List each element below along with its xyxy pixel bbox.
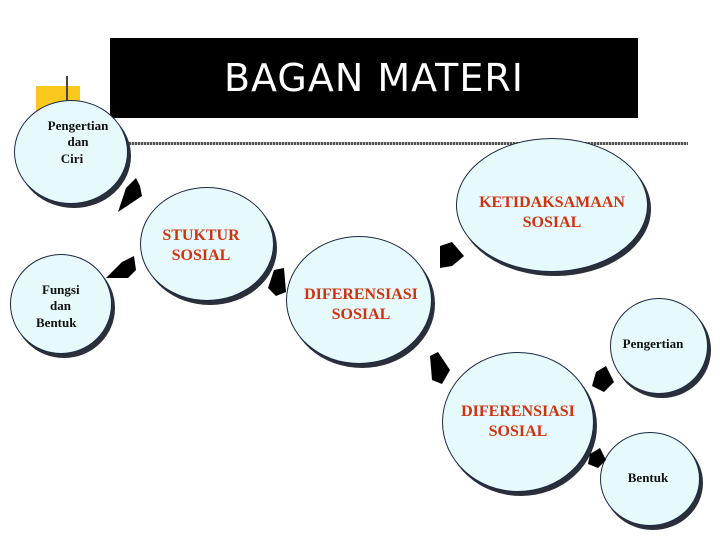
slide-title: BAGAN MATERI [110, 38, 638, 118]
label-line: KETIDAKSAMAAN [479, 194, 625, 211]
label-line: SOSIAL [171, 247, 231, 264]
node-fungsi-bentuk [10, 254, 112, 354]
label-line: SOSIAL [331, 306, 391, 323]
label-bentuk-right: Bentuk [627, 470, 669, 485]
arrow-to-fungsi-bentuk [106, 256, 136, 278]
label-line: DIFERENSIASI [461, 403, 575, 420]
node-diferensiasi-center [286, 236, 432, 364]
node-struktur-sosial [140, 187, 274, 301]
label-line: DIFERENSIASI [304, 286, 418, 303]
node-pengertian-ciri [14, 100, 128, 204]
label-line: SOSIAL [488, 423, 548, 440]
arrow-to-pengertian-right [592, 366, 614, 392]
label-pengertian-right: Pengertian [622, 336, 684, 351]
node-diferensiasi-lower [442, 352, 594, 492]
arrow-to-diferensiasi-lower [430, 352, 450, 384]
label-line: Pengertian [47, 118, 109, 133]
label-line: Ciri [60, 150, 84, 166]
label-ketidaksamaan-sosial: KETIDAKSAMAAN SOSIAL [456, 193, 648, 233]
title-divider [36, 142, 688, 145]
label-line: Bentuk [36, 314, 77, 330]
node-pengertian-right [610, 298, 708, 394]
label-line: dan [67, 134, 89, 150]
arrow-to-diferensiasi-center [268, 268, 286, 296]
label-fungsi-bentuk: Fungsi dan Bentuk [36, 282, 96, 331]
arrow-to-bentuk-right [588, 448, 606, 468]
label-line: SOSIAL [522, 214, 582, 231]
label-line: STUKTUR [162, 227, 240, 244]
label-diferensiasi-center: DIFERENSIASI SOSIAL [282, 285, 440, 325]
label-line: Fungsi [42, 282, 80, 297]
node-bentuk-right [600, 432, 700, 526]
arrow-group [106, 178, 614, 468]
label-diferensiasi-lower: DIFERENSIASI SOSIAL [440, 402, 596, 442]
label-struktur-sosial: STUKTUR SOSIAL [146, 226, 256, 266]
label-pengertian-ciri: Pengertian dan Ciri [38, 118, 118, 167]
node-ketidaksamaan-sosial [456, 138, 648, 272]
arrow-to-pengertian-ciri [118, 178, 142, 212]
label-line: dan [50, 298, 71, 314]
arrow-to-ketidaksamaan [440, 242, 464, 268]
